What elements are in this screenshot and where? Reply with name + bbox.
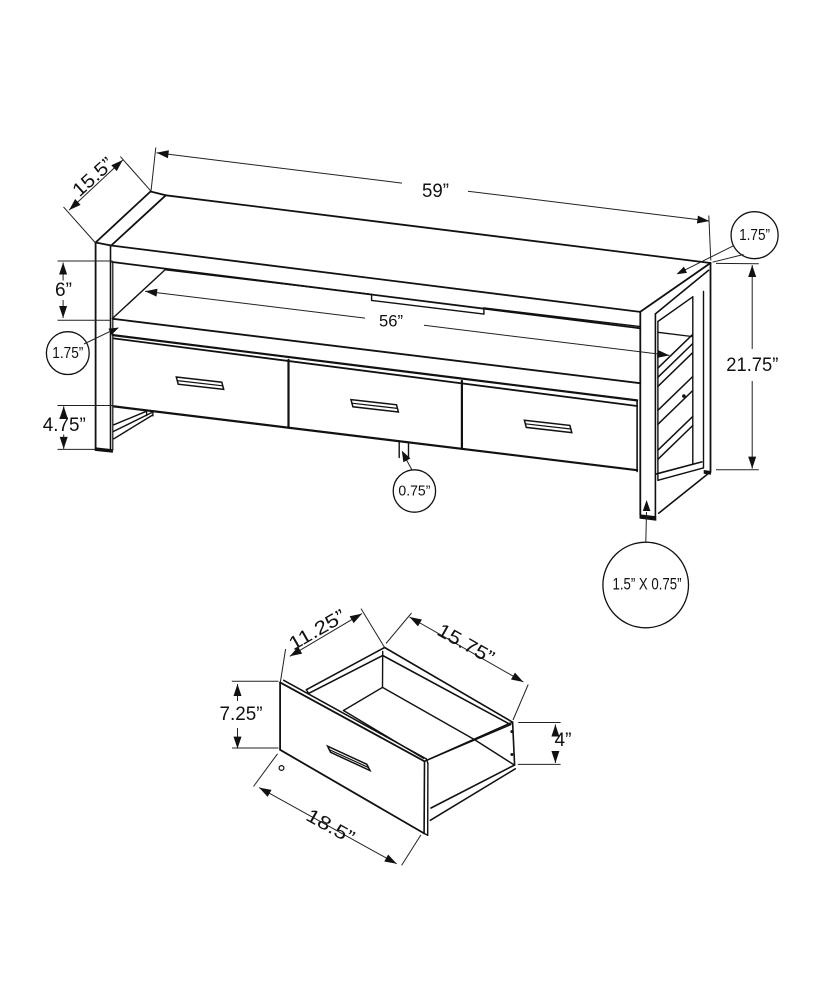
- svg-text:1.75”: 1.75”: [52, 345, 83, 362]
- svg-text:1.75”: 1.75”: [739, 227, 770, 244]
- svg-text:59”: 59”: [422, 181, 449, 202]
- svg-text:56”: 56”: [379, 313, 403, 331]
- svg-text:21.75”: 21.75”: [726, 355, 778, 376]
- svg-text:0.75”: 0.75”: [398, 484, 430, 500]
- svg-text:1.5” X 0.75”: 1.5” X 0.75”: [613, 576, 682, 594]
- svg-text:6”: 6”: [55, 280, 72, 301]
- svg-text:4.75”: 4.75”: [43, 415, 86, 436]
- svg-text:4”: 4”: [555, 730, 572, 751]
- svg-text:7.25”: 7.25”: [220, 704, 263, 725]
